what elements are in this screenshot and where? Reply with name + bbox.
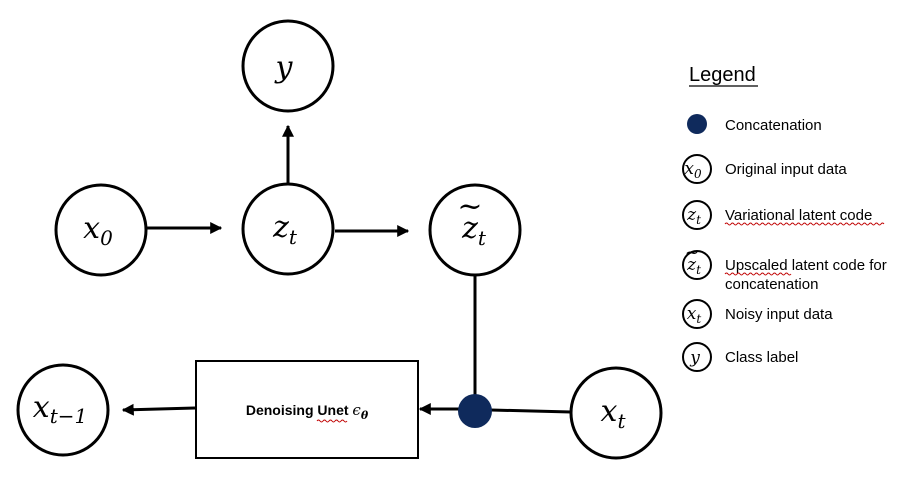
unet-symbol-sub: θ xyxy=(361,409,369,422)
svg-text:y: y xyxy=(274,50,294,85)
concatenation-dot xyxy=(458,394,492,428)
legend-item-noisy-input: Noisy input data xyxy=(725,306,833,323)
node-zt-tilde-accent: ~ xyxy=(457,189,482,224)
unet-label: Denoising Unet xyxy=(246,402,349,418)
svg-text:x0: x0 xyxy=(83,211,113,250)
legend-upscaled-spellcheck xyxy=(724,272,792,276)
legend-item-class-label: Class label xyxy=(725,349,798,366)
unet-box: Denoising Unet ϵθ xyxy=(195,360,419,459)
node-zt-sub: t xyxy=(289,225,298,249)
legend-zt-tilde-accent: ~ xyxy=(685,243,699,263)
node-y: y xyxy=(241,19,335,113)
legend-item-concatenation: Concatenation xyxy=(725,117,822,134)
node-xt: xt xyxy=(569,366,663,460)
node-zt: zt xyxy=(241,182,335,276)
svg-text:xt: xt xyxy=(601,394,627,433)
legend-xt-base: x xyxy=(687,304,697,324)
svg-text:zt: zt xyxy=(461,211,487,250)
svg-text:xt: xt xyxy=(687,304,702,326)
edge-unet-to-xt-minus-1 xyxy=(121,403,196,416)
legend: Legend Concatenation x0 Original input d… xyxy=(682,64,887,372)
legend-x0-sub: 0 xyxy=(694,167,702,181)
node-xt-sub: t xyxy=(617,409,626,433)
legend-y-base: y xyxy=(689,348,700,368)
legend-xt-circle xyxy=(682,299,712,329)
legend-item-upscaled-latent-line2: concatenation xyxy=(725,276,818,293)
legend-item-original-input: Original input data xyxy=(725,161,847,178)
legend-variational-spellcheck xyxy=(724,222,885,226)
svg-text:Denoising Unet ϵθ: Denoising Unet ϵθ xyxy=(246,401,369,422)
node-zt-tilde-sub: t xyxy=(478,226,487,250)
legend-title: Legend xyxy=(689,64,756,86)
legend-xt-sub: t xyxy=(696,312,701,326)
node-x0-sub: 0 xyxy=(100,226,113,250)
svg-text:x0: x0 xyxy=(684,159,702,181)
node-y-label: y xyxy=(274,50,294,85)
svg-text:xt−1: xt−1 xyxy=(33,390,87,428)
legend-y-circle xyxy=(682,342,712,372)
node-xt-minus-1: xt−1 xyxy=(16,363,110,457)
legend-zt-sub: t xyxy=(696,213,701,227)
unet-spellcheck-underline xyxy=(316,419,348,423)
unet-symbol: ϵ xyxy=(352,401,361,419)
legend-zt-base: z xyxy=(686,205,697,225)
node-x0-base: x xyxy=(83,211,100,246)
node-zt-tilde-base: z xyxy=(461,211,478,246)
node-xt-minus-1-base: x xyxy=(33,390,50,425)
legend-item-variational-latent: Variational latent code xyxy=(725,207,872,224)
legend-zt-tilde-circle xyxy=(682,250,712,280)
node-xt-base: x xyxy=(601,394,618,429)
node-zt-tilde: ~ zt xyxy=(428,183,522,277)
legend-x0-base: x xyxy=(684,159,694,179)
legend-zt-circle xyxy=(682,200,712,230)
legend-item-upscaled-latent: Upscaled latent code for xyxy=(725,257,887,274)
node-zt-base: z xyxy=(272,210,289,245)
edge-xt-to-concat xyxy=(490,408,572,414)
svg-text:zt: zt xyxy=(272,210,298,249)
svg-text:zt: zt xyxy=(686,205,701,227)
node-xt-minus-1-sub: t−1 xyxy=(50,404,88,428)
legend-zt-tilde-sub: t xyxy=(696,263,701,277)
svg-text:zt: zt xyxy=(686,255,701,277)
node-x0: x0 xyxy=(54,183,148,277)
legend-concatenation-dot xyxy=(687,114,707,134)
legend-zt-tilde-base: z xyxy=(686,255,697,275)
legend-x0-circle xyxy=(682,154,712,184)
